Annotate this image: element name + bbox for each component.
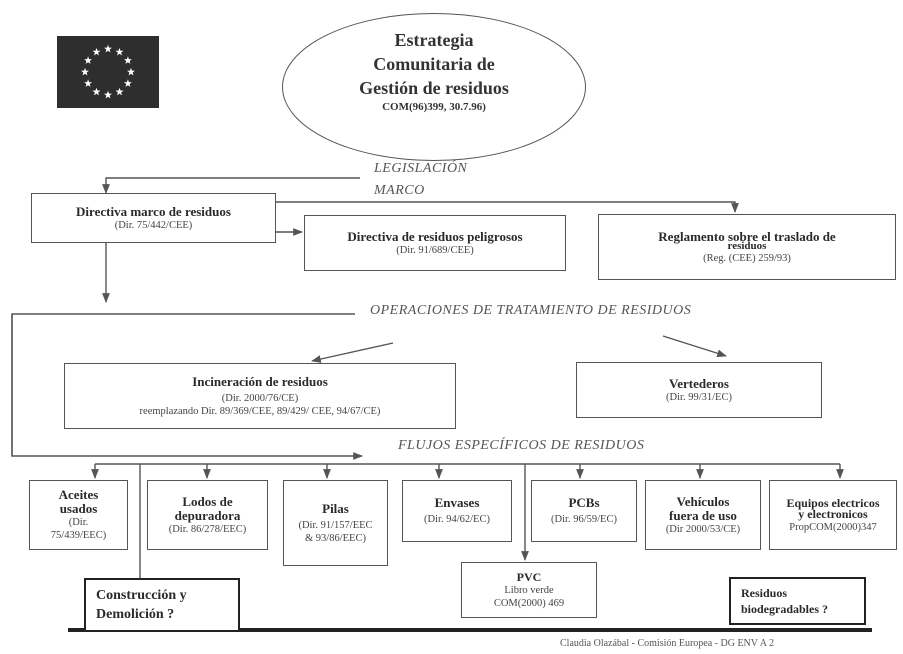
- heading-legislacion: LEGISLACIÓN: [374, 161, 468, 176]
- equipos-title-2: y electronicos: [798, 507, 868, 521]
- vertederos-ref: (Dir. 99/31/EC): [666, 391, 732, 403]
- eu-star: [92, 87, 101, 96]
- incineracion-replaces: reemplazando Dir. 89/369/CEE, 89/429/ CE…: [139, 405, 381, 417]
- vehiculos-title-1: Vehículos: [676, 493, 730, 509]
- eu-star: [127, 67, 135, 76]
- eu-star: [81, 67, 89, 76]
- strategy-title-3: Gestión de residuos: [359, 78, 509, 98]
- box-peligrosos: Directiva de residuos peligrosos (Dir. 9…: [304, 215, 566, 271]
- heading-marco: MARCO: [374, 183, 425, 198]
- box-lodos: Lodos de depuradora (Dir. 86/278/EEC): [147, 480, 268, 550]
- eu-star: [115, 87, 124, 96]
- directiva-marco-title: Directiva marco de residuos: [76, 203, 231, 219]
- vehiculos-ref: (Dir 2000/53/CE): [665, 523, 741, 535]
- arrow-incineracion: [311, 342, 394, 363]
- box-incineracion: Incineración de residuos (Dir. 2000/76/C…: [64, 363, 456, 429]
- vertederos-title: Vertederos: [669, 375, 729, 391]
- box-aceites: Aceites usados (Dir. 75/439/EEC): [29, 480, 128, 550]
- vehiculos-title-2: fuera de uso: [669, 507, 737, 523]
- lodos-title-2: depuradora: [174, 507, 241, 523]
- eu-star: [84, 56, 93, 64]
- box-pilas: Pilas (Dir. 91/157/EEC & 93/86/EEC): [283, 480, 388, 566]
- box-pcbs: PCBs (Dir. 96/59/EC): [531, 480, 637, 542]
- eu-star: [104, 44, 112, 53]
- box-construccion: Construcción y Demolición ?: [84, 578, 240, 632]
- eu-star: [115, 47, 124, 56]
- aceites-title-1: Aceites: [58, 487, 99, 502]
- traslado-title-2: residuos: [727, 239, 767, 252]
- arrow-vertederos: [662, 335, 727, 358]
- box-vehiculos: Vehículos fuera de uso (Dir 2000/53/CE): [645, 480, 761, 550]
- biodegradables-line-1: Residuos: [741, 586, 788, 600]
- directiva-marco-ref: (Dir. 75/442/CEE): [114, 219, 193, 231]
- eu-star: [123, 56, 132, 64]
- construccion-line-2: Demolición ?: [96, 607, 175, 622]
- box-envases: Envases (Dir. 94/62/EC): [402, 480, 512, 542]
- box-vertederos: Vertederos (Dir. 99/31/EC): [576, 362, 822, 418]
- pvc-title: PVC: [516, 570, 542, 584]
- biodegradables-line-2: biodegradables ?: [741, 602, 829, 616]
- strategy-title-1: Estrategia: [394, 30, 474, 50]
- equipos-title-1: Equipos electricos: [786, 496, 880, 510]
- traslado-ref: (Reg. (CEE) 259/93): [703, 252, 791, 264]
- box-pvc: PVC Libro verde COM(2000) 469: [461, 562, 597, 618]
- connector-legislacion: [102, 177, 360, 194]
- eu-star: [92, 47, 101, 56]
- incineracion-ref: (Dir. 2000/76/CE): [221, 392, 299, 404]
- aceites-ref-2: 75/439/EEC): [50, 530, 107, 541]
- lodos-title-1: Lodos de: [182, 493, 233, 509]
- pvc-ref-1: Libro verde: [504, 585, 554, 596]
- incineracion-title: Incineración de residuos: [192, 373, 328, 389]
- envases-ref: (Dir. 94/62/EC): [424, 514, 490, 525]
- pilas-title: Pilas: [322, 500, 349, 516]
- pilas-ref-1: (Dir. 91/157/EEC: [298, 519, 373, 531]
- pcbs-title: PCBs: [568, 495, 600, 510]
- connector-reglamento: [276, 201, 739, 213]
- eu-star: [123, 79, 132, 87]
- construccion-line-1: Construcción y: [96, 588, 187, 603]
- box-equipos: Equipos electricos y electronicos PropCO…: [769, 480, 897, 550]
- lodos-ref: (Dir. 86/278/EEC): [168, 523, 247, 535]
- aceites-title-2: usados: [59, 501, 98, 516]
- eu-star: [104, 90, 112, 99]
- eu-star: [84, 79, 93, 87]
- pcbs-ref: (Dir. 96/59/EC): [551, 514, 617, 525]
- strategy-ref: COM(96)399, 30.7.96): [382, 101, 486, 113]
- pvc-ref-2: COM(2000) 469: [493, 598, 565, 609]
- pilas-ref-2: & 93/86/EEC): [305, 532, 366, 544]
- eu-stars: [81, 44, 135, 99]
- equipos-ref: PropCOM(2000)347: [789, 522, 877, 533]
- envases-title: Envases: [434, 495, 480, 510]
- heading-flujos: FLUJOS ESPECÍFICOS DE RESIDUOS: [398, 438, 645, 453]
- peligrosos-title: Directiva de residuos peligrosos: [347, 228, 523, 244]
- traslado-title-1: Reglamento sobre el traslado de: [658, 228, 836, 244]
- eu-flag-icon: [57, 36, 159, 108]
- aceites-ref-1: (Dir.: [68, 517, 89, 528]
- peligrosos-ref: (Dir. 91/689/CEE): [396, 244, 474, 256]
- box-directiva-marco: Directiva marco de residuos (Dir. 75/442…: [31, 193, 276, 243]
- strategy-ellipse: [282, 13, 586, 161]
- box-biodegradables: Residuos biodegradables ?: [729, 577, 866, 625]
- strategy-title-2: Comunitaria de: [373, 54, 495, 74]
- footer-credit: Claudia Olazábal - Comisión Europea - DG…: [560, 638, 774, 649]
- heading-operaciones: OPERACIONES DE TRATAMIENTO DE RESIDUOS: [370, 303, 692, 318]
- box-traslado: Reglamento sobre el traslado de residuos…: [598, 214, 896, 280]
